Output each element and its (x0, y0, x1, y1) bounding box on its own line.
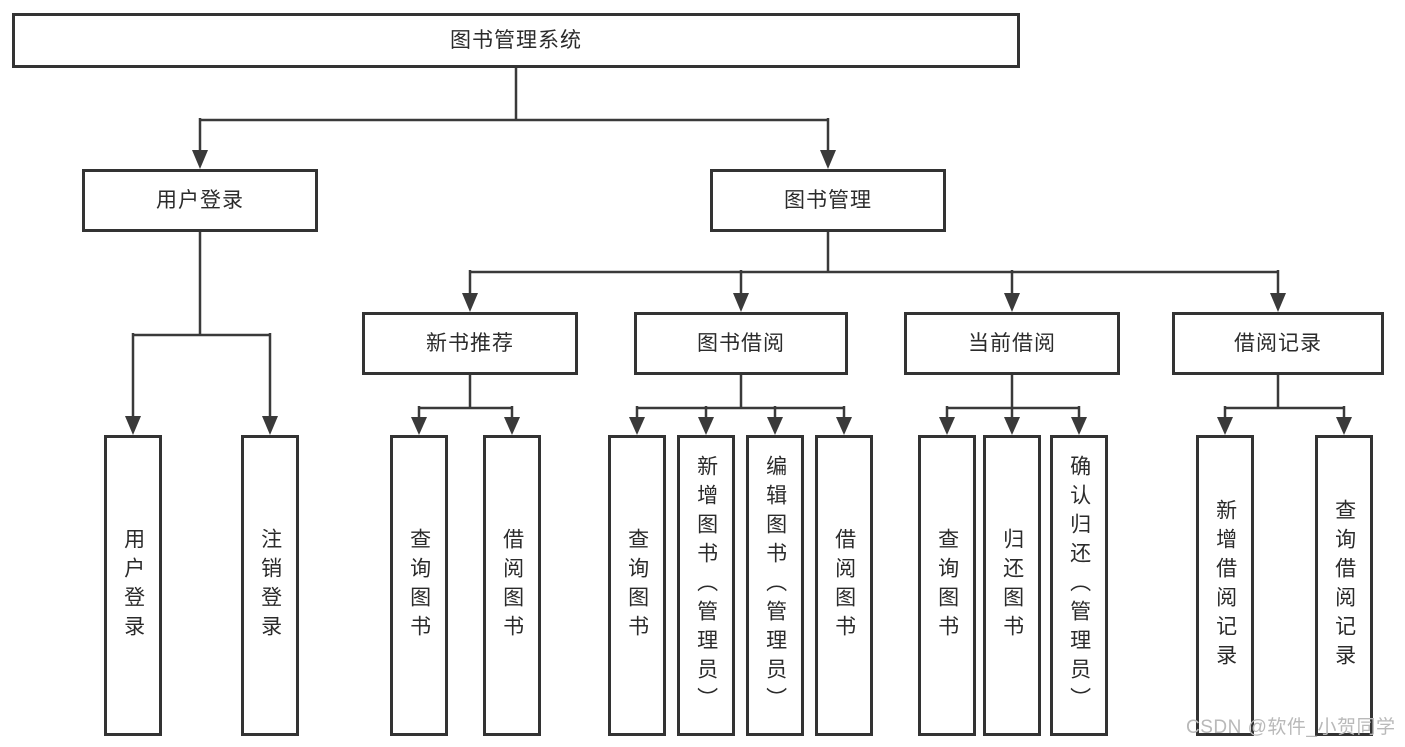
leaf-confirm-return-admin: 确认归还（管理员） (1050, 435, 1108, 736)
node-user-login: 用户登录 (82, 169, 318, 232)
leaf-add-book-admin: 新增图书（管理员） (677, 435, 735, 736)
node-book-management: 图书管理 (710, 169, 946, 232)
leaf-query-books-recommend: 查询图书 (390, 435, 448, 736)
leaf-query-borrow-record: 查询借阅记录 (1315, 435, 1373, 736)
leaf-query-books-current: 查询图书 (918, 435, 976, 736)
leaf-edit-book-admin: 编辑图书（管理员） (746, 435, 804, 736)
leaf-query-books-borrowing: 查询图书 (608, 435, 666, 736)
leaf-add-borrow-record: 新增借阅记录 (1196, 435, 1254, 736)
node-book-borrowing: 图书借阅 (634, 312, 848, 375)
node-borrowing-records: 借阅记录 (1172, 312, 1384, 375)
leaf-user-login: 用户登录 (104, 435, 162, 736)
node-new-book-recommendation: 新书推荐 (362, 312, 578, 375)
node-library-management-system: 图书管理系统 (12, 13, 1020, 68)
leaf-logout: 注销登录 (241, 435, 299, 736)
watermark-text: CSDN @软件_小贺同学 (1186, 717, 1396, 738)
leaf-return-books: 归还图书 (983, 435, 1041, 736)
leaf-borrow-books-borrowing: 借阅图书 (815, 435, 873, 736)
node-current-borrowing: 当前借阅 (904, 312, 1120, 375)
leaf-borrow-books-recommend: 借阅图书 (483, 435, 541, 736)
